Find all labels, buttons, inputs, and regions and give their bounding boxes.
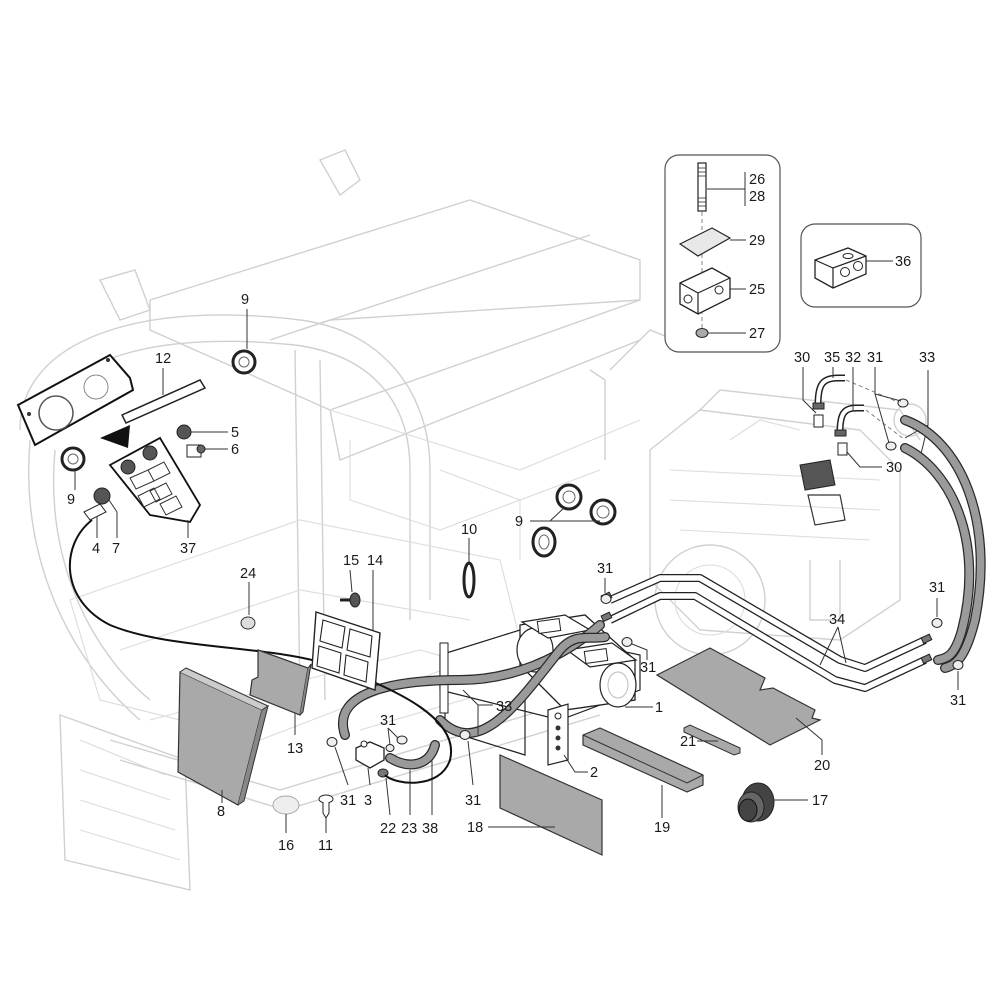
insulation-strip-21: [683, 724, 741, 756]
inset-twin-pipe-clamp: [800, 223, 922, 308]
insulation-18: [488, 754, 603, 856]
callout-35: 35: [824, 350, 840, 366]
direction-arrow: [100, 425, 130, 448]
callout-31-top: 31: [867, 350, 883, 366]
stud-part: [697, 162, 707, 212]
callout-11: 11: [318, 838, 333, 854]
callout-13: 13: [287, 741, 303, 757]
callout-36: 36: [895, 254, 911, 270]
callout-31-valve: 31: [380, 713, 396, 729]
plate-part: [678, 227, 732, 257]
callout-22: 22: [380, 821, 396, 837]
recirc-filter-13: [249, 649, 312, 735]
callout-7: 7: [112, 541, 120, 557]
callout-4: 4: [92, 541, 100, 557]
callout-3: 3: [364, 793, 372, 809]
callout-26: 26: [749, 172, 765, 188]
terminal-block-part: [547, 703, 588, 773]
water-valve-assembly: [355, 727, 440, 816]
cap-16: [272, 795, 300, 833]
hose-clips-31: [600, 578, 964, 690]
callout-33-mid: 33: [496, 699, 512, 715]
callout-10: 10: [461, 522, 477, 538]
heater-hose-33-right: [900, 415, 986, 673]
callout-31-bot-a: 31: [340, 793, 356, 809]
callout-18: 18: [467, 820, 483, 836]
callout-6: 6: [231, 442, 239, 458]
callout-14: 14: [367, 553, 383, 569]
callout-8: 8: [217, 804, 225, 820]
insulation-19: [582, 727, 704, 818]
engine-ghost: [649, 389, 927, 656]
adapter-fitting-30: [813, 414, 824, 428]
callout-19: 19: [654, 820, 670, 836]
engine-hose-fittings: [802, 367, 929, 468]
callout-31-bot-b: 31: [465, 793, 481, 809]
screw-11: [318, 794, 334, 833]
nut-part: [695, 328, 709, 338]
air-vents-9-mid: [530, 483, 617, 558]
grommet-17: [737, 782, 808, 823]
callout-5: 5: [231, 425, 239, 441]
callout-29: 29: [749, 233, 765, 249]
callout-9-top: 9: [241, 292, 249, 308]
callout-38: 38: [422, 821, 438, 837]
callout-30-low: 30: [886, 460, 902, 476]
twin-clamp-part: [814, 247, 867, 289]
callout-9-mid: 9: [515, 514, 523, 530]
callout-31-mid-b: 31: [640, 660, 656, 676]
callout-31-right-a: 31: [929, 580, 945, 596]
callout-31-right-b: 31: [950, 693, 966, 709]
callout-21: 21: [680, 734, 696, 750]
callout-15: 15: [343, 553, 359, 569]
callout-16: 16: [278, 838, 294, 854]
cab-filter-8: [177, 667, 270, 806]
callout-17: 17: [812, 793, 828, 809]
hose-clips-31-bottom: [326, 730, 474, 786]
callout-33-top: 33: [919, 350, 935, 366]
clamp-block-part: [679, 267, 731, 315]
steel-pipe-34: [600, 574, 933, 692]
heater-control-panel-assembly: [16, 309, 257, 538]
callout-2: 2: [590, 765, 598, 781]
callout-1: 1: [655, 700, 663, 716]
callout-37: 37: [180, 541, 196, 557]
inset-stud-clamp-assembly: [664, 154, 781, 353]
callout-12: 12: [155, 351, 171, 367]
seal-ring-10: [462, 538, 476, 599]
callout-25: 25: [749, 282, 765, 298]
callout-31-mid-a: 31: [597, 561, 613, 577]
adapter-fitting-30: [837, 442, 848, 456]
callout-27: 27: [749, 326, 765, 342]
callout-24: 24: [240, 566, 256, 582]
callout-9-left: 9: [67, 492, 75, 508]
callout-20: 20: [814, 758, 830, 774]
callout-28: 28: [749, 189, 765, 205]
callout-23: 23: [401, 821, 417, 837]
filter-grid-14: [311, 570, 381, 691]
grommet-24: [240, 582, 256, 630]
callout-34: 34: [829, 612, 845, 628]
callout-32: 32: [845, 350, 861, 366]
knob-fastener-15: [340, 569, 361, 608]
insulation-20: [655, 647, 823, 755]
callout-30-top: 30: [794, 350, 810, 366]
blower-heater-unit: [439, 614, 653, 756]
